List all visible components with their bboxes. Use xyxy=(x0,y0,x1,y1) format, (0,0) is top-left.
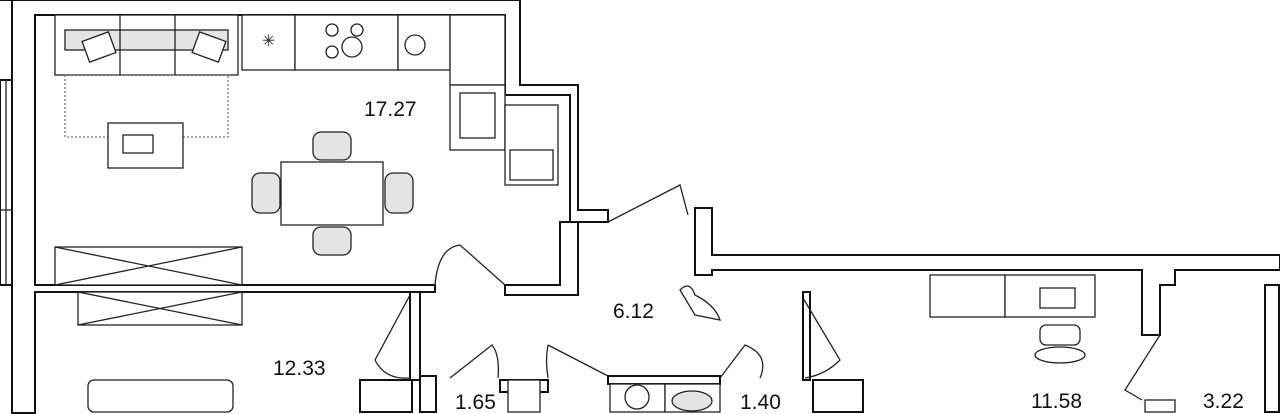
dog-figure xyxy=(679,285,721,321)
svg-text:✳: ✳ xyxy=(262,33,275,50)
room-area-bathroom: 1.65 xyxy=(455,391,496,414)
room-area-wardrobe: 3.22 xyxy=(1203,390,1244,413)
room-area-hallway: 6.12 xyxy=(613,300,654,323)
dining-table xyxy=(280,161,384,226)
room-area-bedroom: 12.33 xyxy=(273,357,326,380)
doors xyxy=(374,184,1161,401)
furniture: ✳ xyxy=(54,14,1176,413)
room-area-bedroom-2: 11.58 xyxy=(1031,390,1082,413)
room-area-laundry: 1.40 xyxy=(740,391,781,414)
room-area-kitchen-living: 17.27 xyxy=(364,98,417,121)
